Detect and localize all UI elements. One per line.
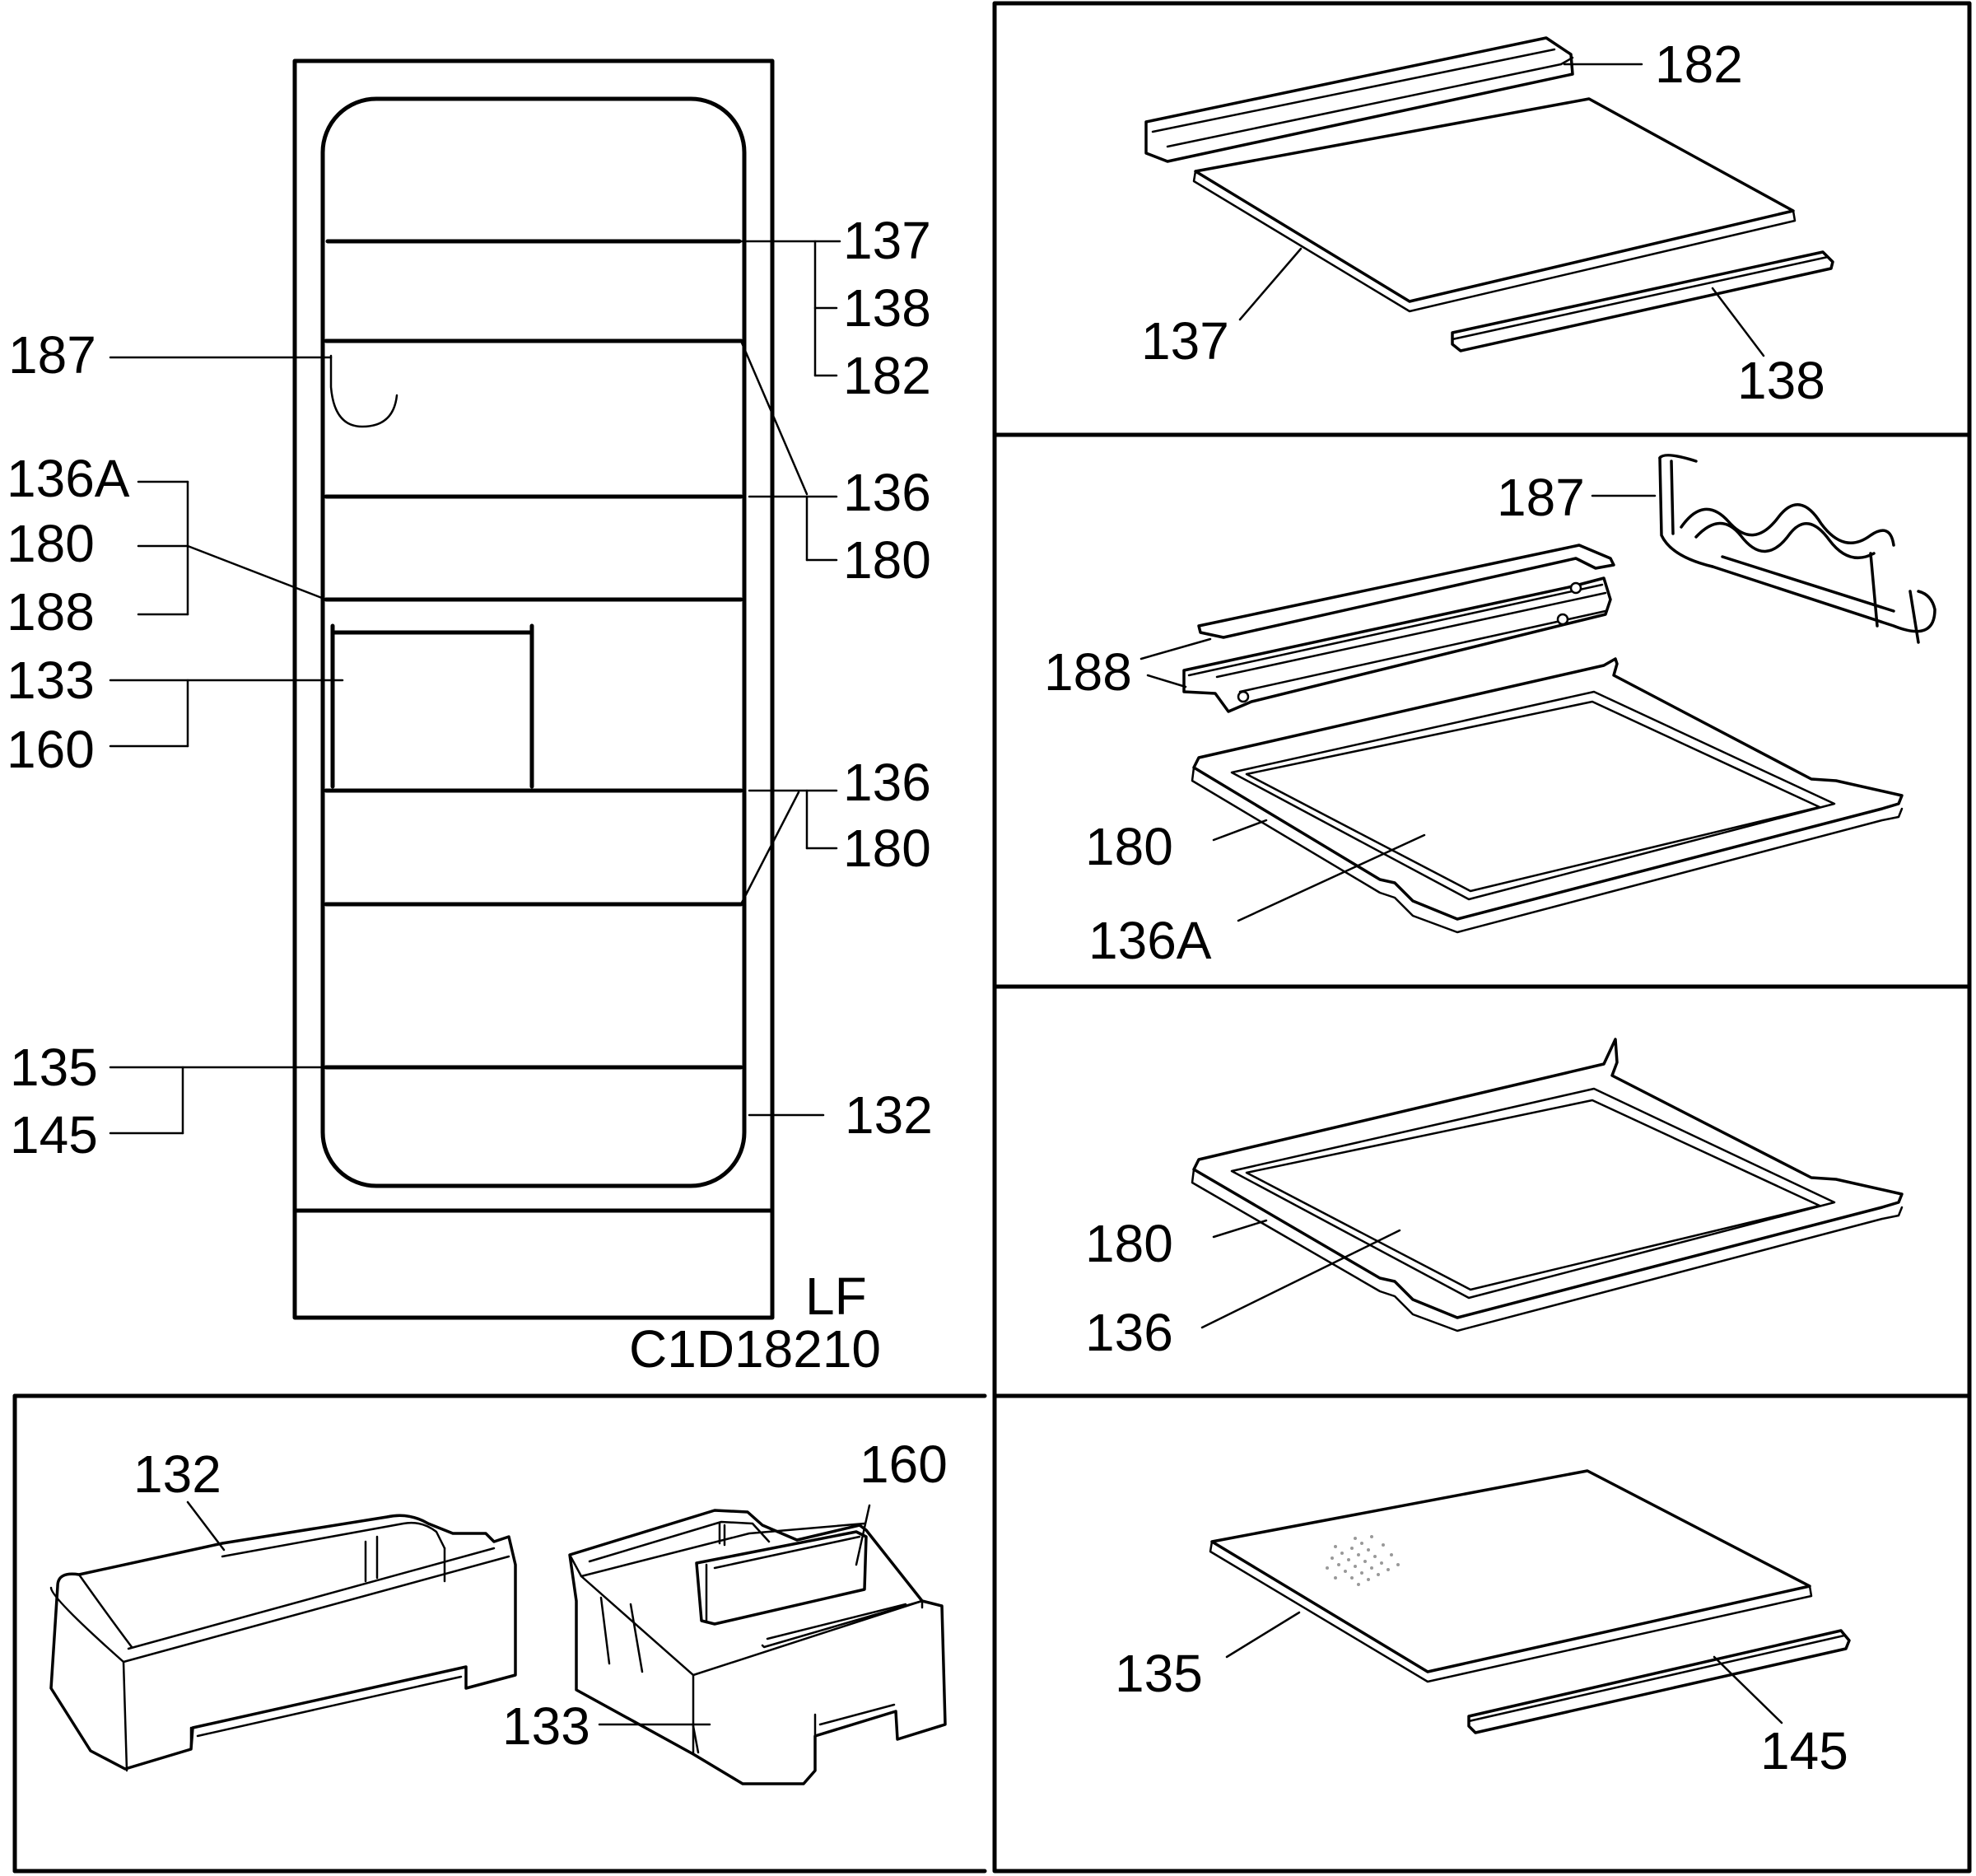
callout-160-left: 160: [7, 720, 95, 779]
panel-glass-shelf-top: 182 137 138: [1141, 35, 1834, 410]
callout-187: 187: [1497, 468, 1585, 527]
callout-188-left: 188: [7, 582, 95, 642]
drawer-132: [49, 1514, 517, 1772]
callout-136a: 136A: [1088, 911, 1212, 970]
callout-132: 132: [133, 1444, 221, 1504]
callout-180: 180: [1085, 817, 1173, 876]
model-code: LF: [805, 1267, 867, 1326]
callout-138: 138: [1737, 351, 1825, 410]
fridge-overview: 187 136A 180 188 133 160 135 145 137 138…: [7, 58, 933, 1379]
callout-132-right: 132: [845, 1085, 933, 1145]
callout-135-left: 135: [10, 1038, 98, 1097]
callout-133-left: 133: [7, 651, 95, 710]
callout-160: 160: [860, 1435, 948, 1494]
callout-180-right-lower: 180: [843, 819, 931, 878]
callout-187-left: 187: [8, 325, 96, 385]
callout-180-left: 180: [7, 514, 95, 573]
callout-135: 135: [1115, 1644, 1203, 1703]
panel-framed-shelf-rack: 187 188 180 136A: [1044, 454, 1936, 970]
callout-136-shelf: 136: [1085, 1303, 1173, 1362]
callout-133: 133: [502, 1696, 590, 1756]
callout-136-right-upper: 136: [843, 463, 931, 522]
callout-180-right-upper: 180: [843, 530, 931, 590]
callout-138-right: 138: [843, 278, 931, 338]
frosted-logo-area: [1326, 1535, 1400, 1586]
callout-180-shelf: 180: [1085, 1214, 1173, 1273]
callout-182: 182: [1655, 35, 1743, 94]
callout-137-right: 137: [843, 211, 931, 270]
drawing-code: C1D18210: [629, 1319, 881, 1379]
panel-drawers: 132 160 133: [49, 1435, 948, 1785]
panel-borders: [12, 1, 1972, 1874]
callout-188: 188: [1044, 642, 1132, 702]
panel-framed-shelf: 180 136: [1085, 1038, 1904, 1362]
callout-145: 145: [1760, 1721, 1848, 1780]
callout-182-right: 182: [843, 346, 931, 405]
callout-136-right-lower: 136: [843, 753, 931, 812]
panel-crisper-cover: 135 145: [1115, 1469, 1851, 1780]
callout-136a-left: 136A: [7, 449, 130, 508]
drawer-133: [568, 1509, 947, 1785]
callout-137: 137: [1141, 311, 1229, 371]
callout-145-left: 145: [10, 1105, 98, 1164]
